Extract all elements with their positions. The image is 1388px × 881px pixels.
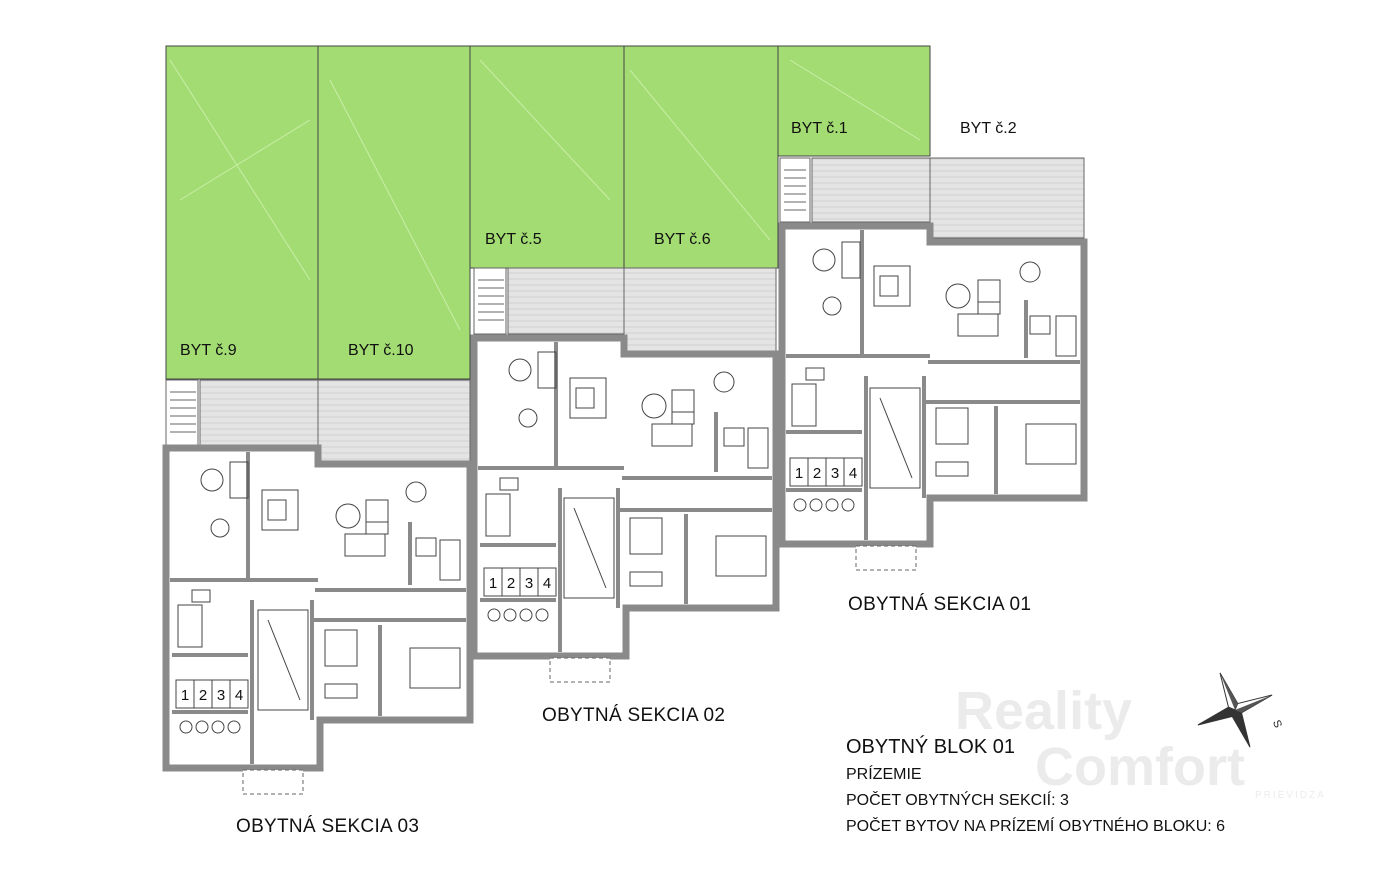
apartment-label-byt9: BYT č.9 xyxy=(180,342,237,359)
garden-byt9 xyxy=(165,45,319,380)
garden-byt1 xyxy=(777,45,931,157)
section-03-plan xyxy=(162,379,474,795)
storage-number: 1 xyxy=(181,687,189,704)
storage-number: 3 xyxy=(831,465,839,482)
storage-number: 2 xyxy=(813,465,821,482)
garden-shading xyxy=(169,59,921,331)
storage-numbers: 1 2 3 4 1 2 3 4 1 2 3 4 xyxy=(181,465,857,704)
storage-number: 1 xyxy=(795,465,803,482)
section-label-02: OBYTNÁ SEKCIA 02 xyxy=(542,705,726,726)
block-sections-count: POČET OBYTNÝCH SEKCIÍ: 3 xyxy=(846,792,1069,809)
storage-numbers-s03: 1 2 3 4 xyxy=(181,687,243,704)
storage-number: 2 xyxy=(507,575,515,592)
apartment-label-byt6: BYT č.6 xyxy=(654,231,711,248)
storage-number: 1 xyxy=(489,575,497,592)
storage-numbers-s02: 1 2 3 4 xyxy=(489,575,551,592)
storage-number: 4 xyxy=(849,465,857,482)
apartment-label-byt5: BYT č.5 xyxy=(485,231,542,248)
storage-number: 2 xyxy=(199,687,207,704)
compass-icon: S xyxy=(1197,672,1284,748)
apartment-label-byt10: BYT č.10 xyxy=(348,342,414,359)
storage-number: 3 xyxy=(525,575,533,592)
section-02-plan xyxy=(470,267,780,683)
storage-number: 4 xyxy=(235,687,243,704)
block-title: OBYTNÝ BLOK 01 xyxy=(846,736,1015,758)
block-floor: PRÍZEMIE xyxy=(846,766,922,783)
storage-number: 4 xyxy=(543,575,551,592)
block-apartments-count: POČET BYTOV NA PRÍZEMÍ OBYTNÉHO BLOKU: 6 xyxy=(846,818,1226,835)
garden-byt10 xyxy=(317,45,471,380)
compass-direction-label: S xyxy=(1270,718,1284,729)
section-label-03: OBYTNÁ SEKCIA 03 xyxy=(236,816,420,837)
apartment-label-byt2: BYT č.2 xyxy=(960,120,1017,137)
section-01-plan xyxy=(778,157,1088,571)
storage-numbers-s01: 1 2 3 4 xyxy=(795,465,857,482)
garden-byt5 xyxy=(469,45,625,269)
storage-number: 3 xyxy=(217,687,225,704)
apartment-label-byt1: BYT č.1 xyxy=(791,120,848,137)
section-label-01: OBYTNÁ SEKCIA 01 xyxy=(848,594,1032,615)
garden-plots xyxy=(165,45,931,380)
